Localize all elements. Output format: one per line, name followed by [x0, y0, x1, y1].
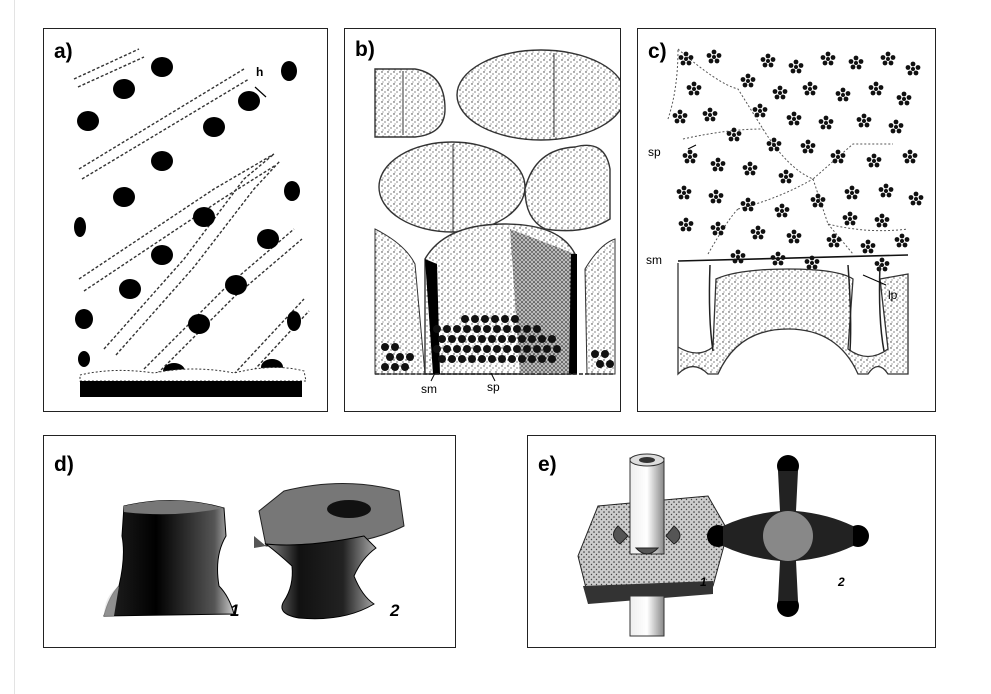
panel-e-illustration — [528, 436, 936, 648]
annotation-sp: sp — [487, 381, 500, 393]
figure-number-2: 2 — [390, 602, 399, 619]
panel-d-label: d) — [54, 454, 74, 475]
panel-a: a) h — [43, 28, 328, 412]
annotation-h: h — [256, 66, 263, 78]
panel-b-illustration — [345, 29, 621, 412]
figure-number-1: 1 — [700, 576, 707, 588]
annotation-sp: sp — [648, 146, 661, 158]
panel-a-label: a) — [54, 41, 73, 62]
figure-number-2: 2 — [838, 576, 845, 588]
annotation-sm: sm — [421, 383, 437, 395]
panel-e: e) 1 2 — [527, 435, 936, 648]
panel-c-label: c) — [648, 41, 667, 62]
panel-c-illustration — [638, 29, 936, 412]
panel-a-illustration — [44, 29, 328, 412]
panel-c: c) sp sm lp — [637, 28, 936, 412]
panel-b-label: b) — [355, 39, 375, 60]
annotation-sm: sm — [646, 254, 662, 266]
panel-e-label: e) — [538, 454, 557, 475]
annotation-lp: lp — [888, 289, 897, 301]
panel-d: d) 1 2 — [43, 435, 456, 648]
page-edge-line — [14, 0, 15, 694]
figure-number-1: 1 — [230, 602, 239, 619]
panel-b: b) sm sp — [344, 28, 621, 412]
